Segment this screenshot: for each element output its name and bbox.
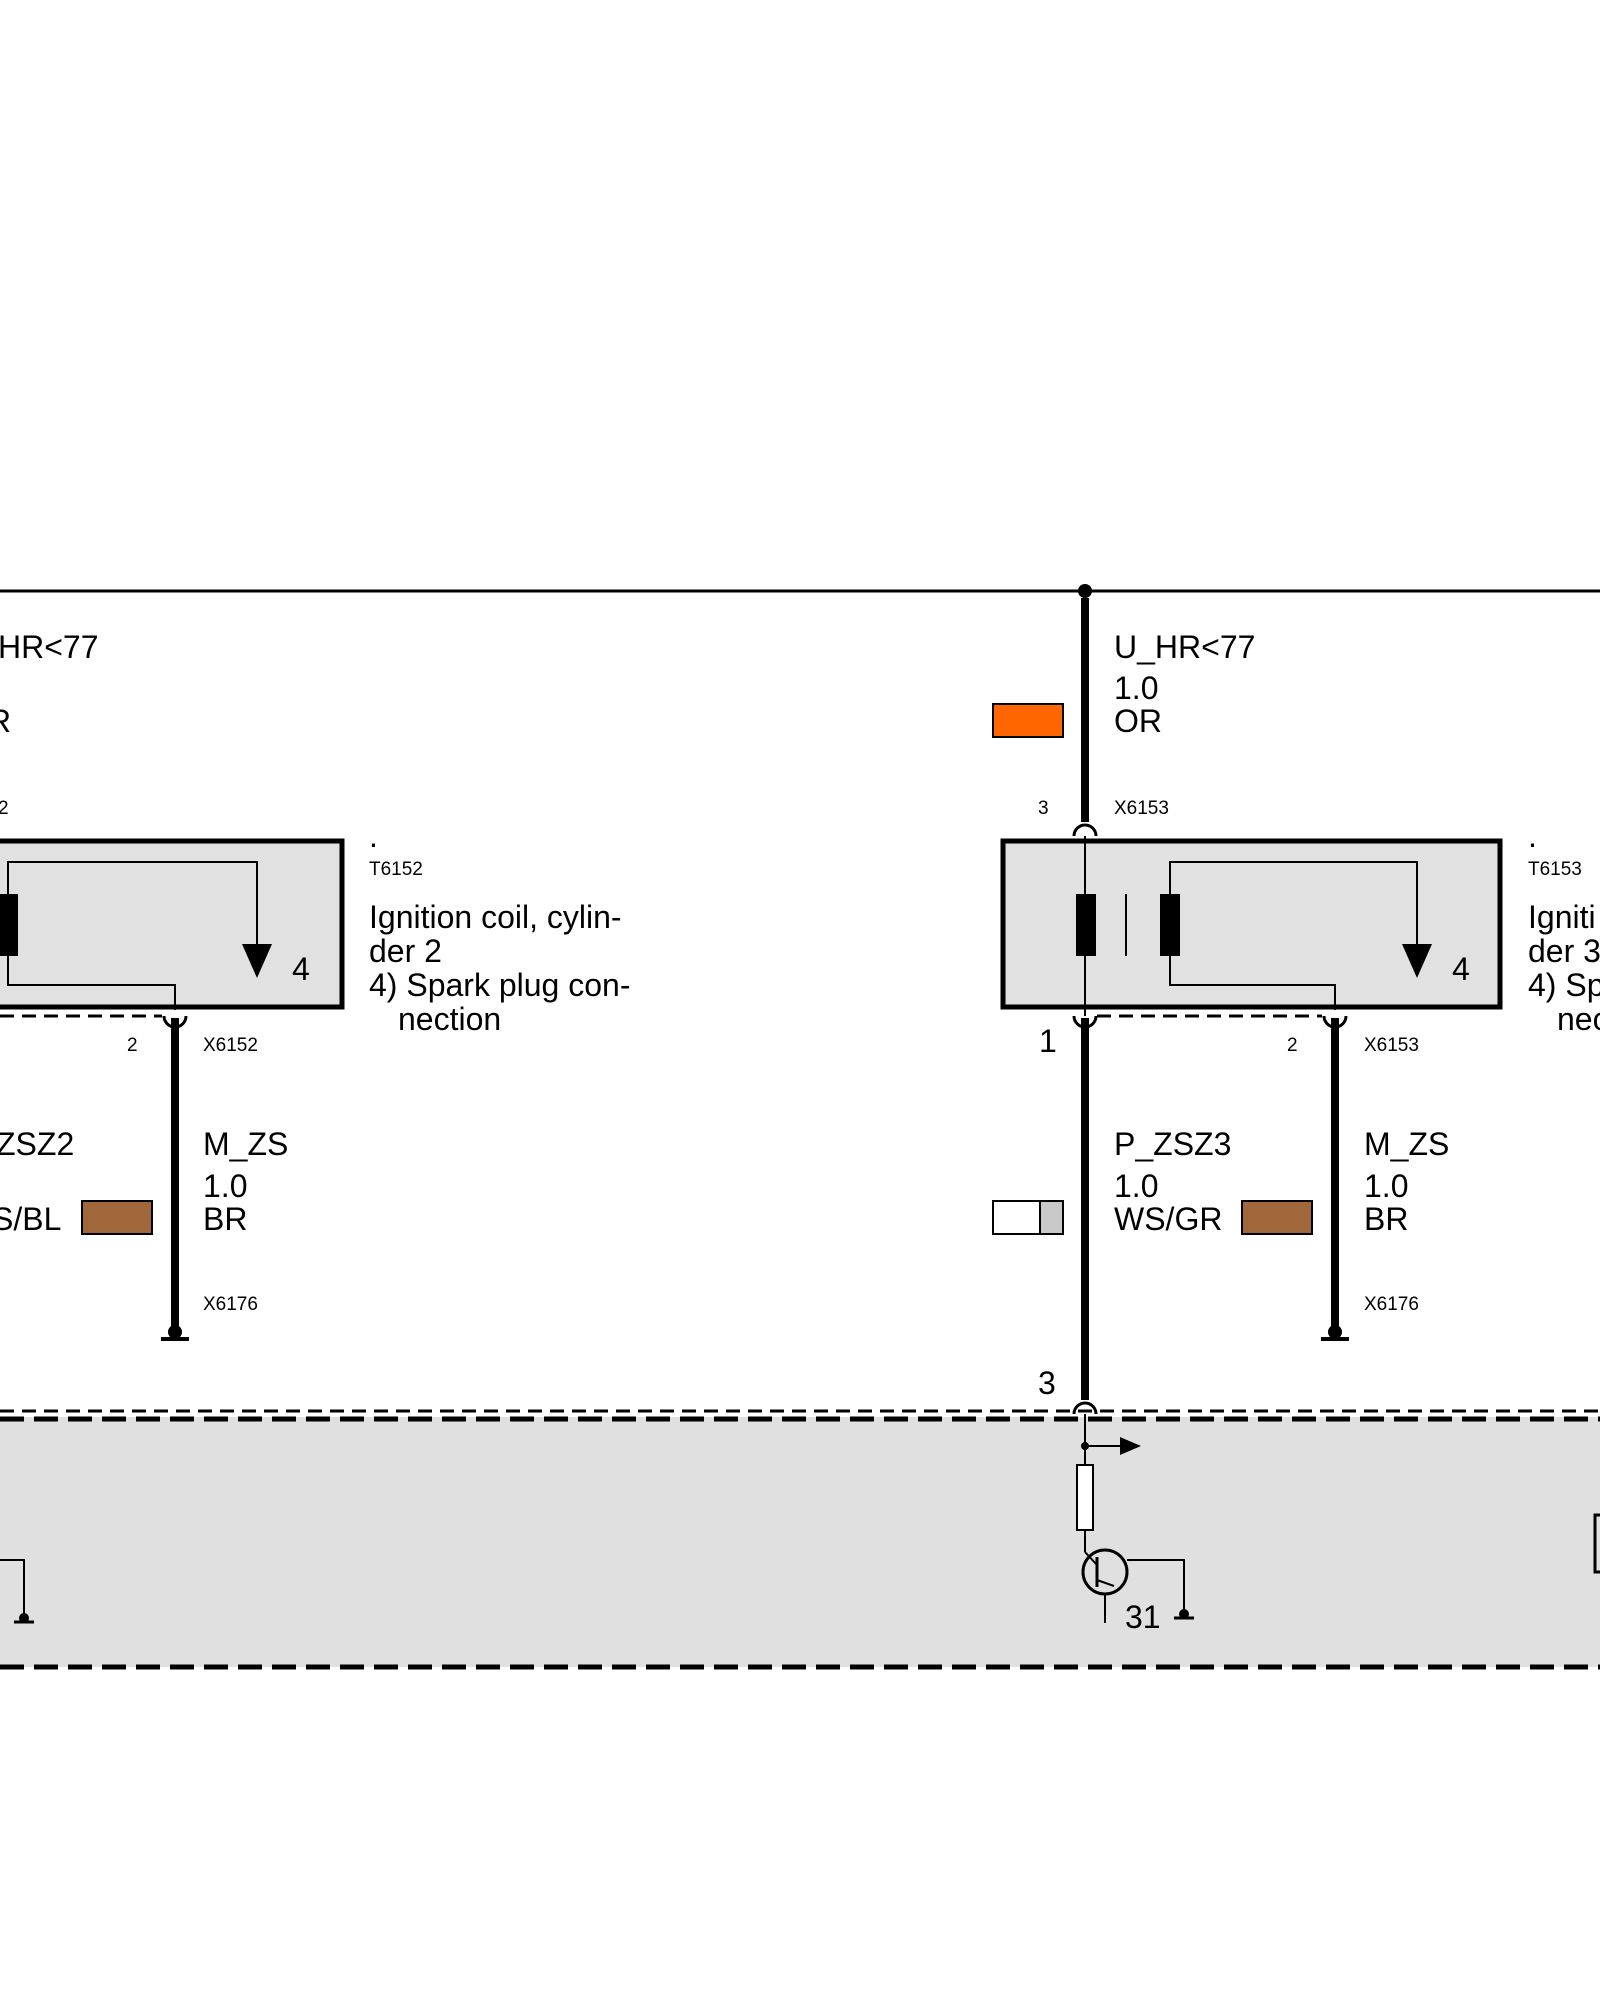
coil2-bottom-pin: 2 <box>127 1035 138 1056</box>
coil2-desc-line3: 4) Spark plug con- <box>369 967 630 1003</box>
coil3-return-path <box>1169 956 1336 1010</box>
supply-junction-dot <box>1078 584 1092 598</box>
coil3-desc-line1: Igniti <box>1528 899 1596 935</box>
coil3-primary-winding <box>1076 894 1096 956</box>
right-signal-swatch-gr <box>1039 1200 1064 1235</box>
cu-driver-ground-path <box>1127 1559 1185 1614</box>
coil3-output-pin: 4 <box>1452 951 1470 987</box>
cu-resistor <box>1076 1464 1094 1531</box>
coil2-desc-line1: Ignition coil, cylin- <box>369 899 622 935</box>
spark-plug-arrow-icon <box>242 944 272 978</box>
right-ground-dot <box>1328 1325 1342 1339</box>
cu-left-ground-path <box>0 1559 25 1618</box>
control-unit-body <box>0 1417 1600 1667</box>
coil3-pin3-terminal <box>1072 823 1098 837</box>
left-ground-color-label: BR <box>203 1201 247 1237</box>
coil2-secondary-path <box>7 861 258 944</box>
control-unit-pin: 3 <box>1038 1365 1056 1401</box>
right-supply-color-label: OR <box>1114 703 1162 739</box>
left-ground-signal-label: M_ZS <box>203 1126 288 1162</box>
right-ground-signal-label: M_ZS <box>1364 1126 1449 1162</box>
coil2-desc-line4: nection <box>398 1001 501 1037</box>
right-supply-size-label: 1.0 <box>1114 670 1158 706</box>
coil3-id: T6153 <box>1528 859 1582 880</box>
left-wire-signal-label: ZSZ2 <box>0 1126 74 1162</box>
coil2-bottom-connector-id: X6152 <box>203 1035 258 1056</box>
right-supply-swatch-or <box>992 703 1064 738</box>
left-top-connector-pin: 2 <box>0 798 9 819</box>
coil3-dot: . <box>1528 818 1537 854</box>
coil3-secondary-winding <box>1160 894 1180 956</box>
transistor-emitter <box>1096 1579 1115 1587</box>
left-supply-signal-label: HR<77 <box>0 629 99 665</box>
right-supply-signal-label: U_HR<77 <box>1114 629 1255 665</box>
coil2-dot: . <box>369 818 378 854</box>
cu-right-partial-element <box>1593 1513 1600 1574</box>
coil3-desc-line2: der 3 <box>1528 933 1600 969</box>
coil3-desc-line4: nec <box>1557 1001 1600 1037</box>
left-supply-color-label: R <box>0 703 11 739</box>
left-ground-wire-swatch-br <box>81 1200 153 1235</box>
coil2-return-path <box>7 956 176 1010</box>
coil3-desc-line3: 4) Sp <box>1528 967 1600 1003</box>
left-ground-size-label: 1.0 <box>203 1168 247 1204</box>
coil3-bottom-connector-id: X6153 <box>1364 1035 1419 1056</box>
right-signal-swatch-ws <box>992 1200 1041 1235</box>
right-ground-size-label: 1.0 <box>1364 1168 1408 1204</box>
left-ground-connector-id: X6176 <box>203 1294 258 1315</box>
spark-plug-arrow-icon-cyl3 <box>1402 944 1432 978</box>
coil3-bottom-pin-left: 1 <box>1039 1023 1057 1059</box>
signal-arrow-icon <box>1120 1437 1141 1455</box>
right-ground-wire-swatch-br <box>1241 1200 1313 1235</box>
ignition-coil-cyl2-winding <box>0 894 18 956</box>
right-signal-color-label: WS/GR <box>1114 1201 1222 1237</box>
coil2-desc-line2: der 2 <box>369 933 442 969</box>
control-unit-pin3-terminal <box>1072 1401 1098 1415</box>
right-ground-color-label: BR <box>1364 1201 1408 1237</box>
coil2-output-pin: 4 <box>292 951 310 987</box>
ignition-coil-cyl2-box[interactable] <box>0 838 345 1010</box>
control-unit-ground-label: 31 <box>1125 1599 1161 1635</box>
right-signal-size-label: 1.0 <box>1114 1168 1158 1204</box>
right-signal-label: P_ZSZ3 <box>1114 1126 1231 1162</box>
right-ground-connector-id: X6176 <box>1364 1294 1419 1315</box>
left-ground-dot <box>168 1325 182 1339</box>
coil3-top-pin: 3 <box>1038 798 1049 819</box>
coil3-secondary-path <box>1169 861 1418 944</box>
coil3-bottom-pin-right: 2 <box>1287 1035 1298 1056</box>
left-wire-color-label: S/BL <box>0 1201 61 1237</box>
transistor-collector <box>1084 1551 1098 1566</box>
coil2-id: T6152 <box>369 859 423 880</box>
coil3-top-connector-id: X6153 <box>1114 798 1169 819</box>
